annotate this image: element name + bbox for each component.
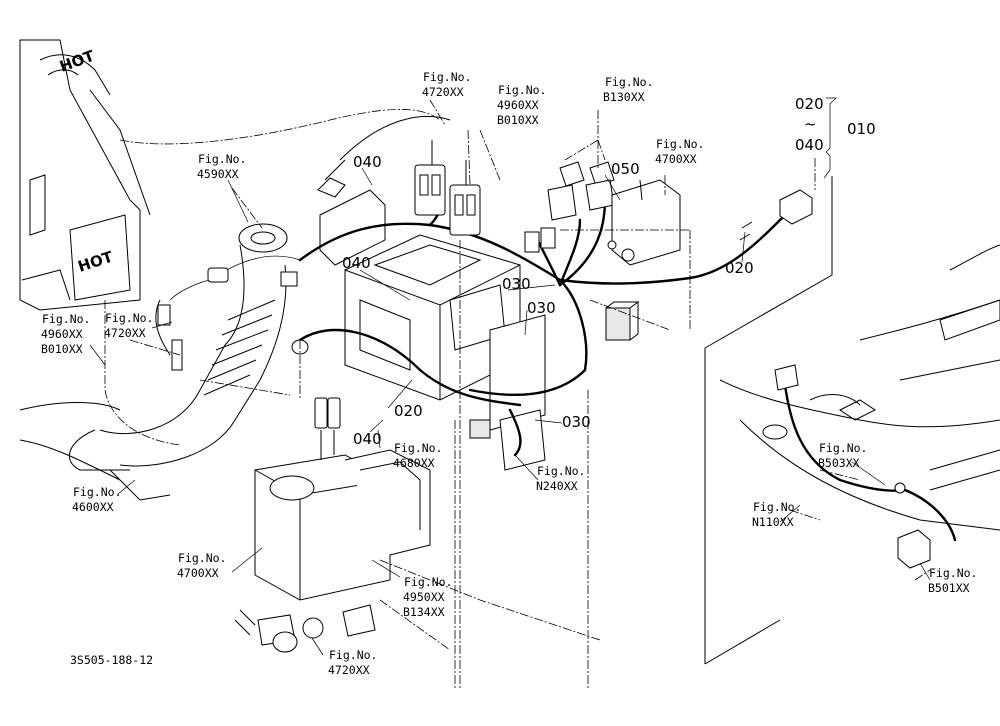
callout-4960-top-ref2[interactable]: B010XX — [497, 113, 539, 127]
callout-4720-top-fig[interactable]: Fig.No. — [423, 70, 471, 84]
part-number-020-right: 020 — [725, 259, 754, 277]
callout-4960-left-fig[interactable]: Fig.No. — [42, 312, 90, 326]
part-number-040-mid: 040 — [342, 254, 371, 272]
callout-n110-ref[interactable]: N110XX — [752, 515, 794, 529]
callout-4700-top-fig[interactable]: Fig.No. — [656, 137, 704, 151]
heat-shield-bracket: HOT HOT — [19, 39, 151, 311]
sensor-modules — [414, 140, 813, 266]
callout-b503-ref[interactable]: B503XX — [818, 456, 860, 470]
callout-4590-fig[interactable]: Fig.No. — [198, 152, 246, 166]
callout-4960-top-fig[interactable]: Fig.No. — [498, 83, 546, 97]
range-group: 010 — [847, 120, 876, 138]
callout-4680-ref[interactable]: 4680XX — [393, 456, 435, 470]
callout-4590-ref[interactable]: 4590XX — [197, 167, 239, 181]
callout-4720-bottom-ref[interactable]: 4720XX — [328, 663, 370, 677]
callout-4720-left-ref[interactable]: 4720XX — [104, 326, 146, 340]
callout-4960-left-ref2[interactable]: B010XX — [41, 342, 83, 356]
callout-4720-top-ref[interactable]: 4720XX — [422, 85, 464, 99]
callout-n240-ref[interactable]: N240XX — [536, 479, 578, 493]
callout-b503-fig[interactable]: Fig.No. — [819, 441, 867, 455]
hot-warning-text: HOT — [76, 247, 116, 275]
part-number-040-low: 040 — [353, 430, 382, 448]
reference-lines — [104, 99, 931, 690]
lower-module — [234, 397, 431, 653]
callout-b501-fig[interactable]: Fig.No. — [929, 566, 977, 580]
part-number-050: 050 — [611, 160, 640, 178]
range-end: 040 — [795, 136, 824, 154]
callout-b130-ref[interactable]: B130XX — [603, 90, 645, 104]
exhaust-pipe — [19, 223, 288, 501]
hot-warning-text-upper: HOT — [57, 46, 97, 75]
callout-4720-left-fig[interactable]: Fig.No. — [105, 311, 153, 325]
diagram-id: 3S505-188-12 — [70, 653, 153, 667]
callout-4700-bottom-ref[interactable]: 4700XX — [177, 566, 219, 580]
callout-4950-fig[interactable]: Fig.No. — [404, 575, 452, 589]
wire-harness — [169, 188, 792, 457]
callout-n240-fig[interactable]: Fig.No. — [537, 464, 585, 478]
callout-4700-top-ref[interactable]: 4700XX — [655, 152, 697, 166]
callout-4600-ref[interactable]: 4600XX — [72, 500, 114, 514]
callout-n110-fig[interactable]: Fig.No. — [753, 500, 801, 514]
callout-4950-ref1[interactable]: 4950XX — [403, 590, 445, 604]
leader-lines — [89, 97, 931, 656]
part-number-040-top: 040 — [353, 153, 382, 171]
inset-detail — [704, 176, 1000, 665]
callout-4680-fig[interactable]: Fig.No. — [394, 441, 442, 455]
callout-4960-left-ref1[interactable]: 4960XX — [41, 327, 83, 341]
range-tilde: ~ — [804, 115, 817, 133]
callout-4600-fig[interactable]: Fig.No. — [73, 485, 121, 499]
callout-4700-bottom-fig[interactable]: Fig.No. — [178, 551, 226, 565]
callouts: Fig.No. 4590XX Fig.No. 4720XX Fig.No. 49… — [41, 70, 977, 677]
part-number-030-b: 030 — [527, 299, 556, 317]
central-bracket-assembly — [344, 234, 640, 471]
callout-4720-bottom-fig[interactable]: Fig.No. — [329, 648, 377, 662]
range-start: 020 — [795, 95, 824, 113]
callout-4950-ref2[interactable]: B134XX — [403, 605, 445, 619]
part-number-030-a: 030 — [502, 275, 531, 293]
callout-b130-fig[interactable]: Fig.No. — [605, 75, 653, 89]
part-number-020-mid: 020 — [394, 402, 423, 420]
callout-4960-top-ref1[interactable]: 4960XX — [497, 98, 539, 112]
callout-b501-ref[interactable]: B501XX — [928, 581, 970, 595]
part-numbers: 040 040 040 030 030 030 020 020 050 020 … — [342, 95, 876, 448]
part-number-030-c: 030 — [562, 413, 591, 431]
